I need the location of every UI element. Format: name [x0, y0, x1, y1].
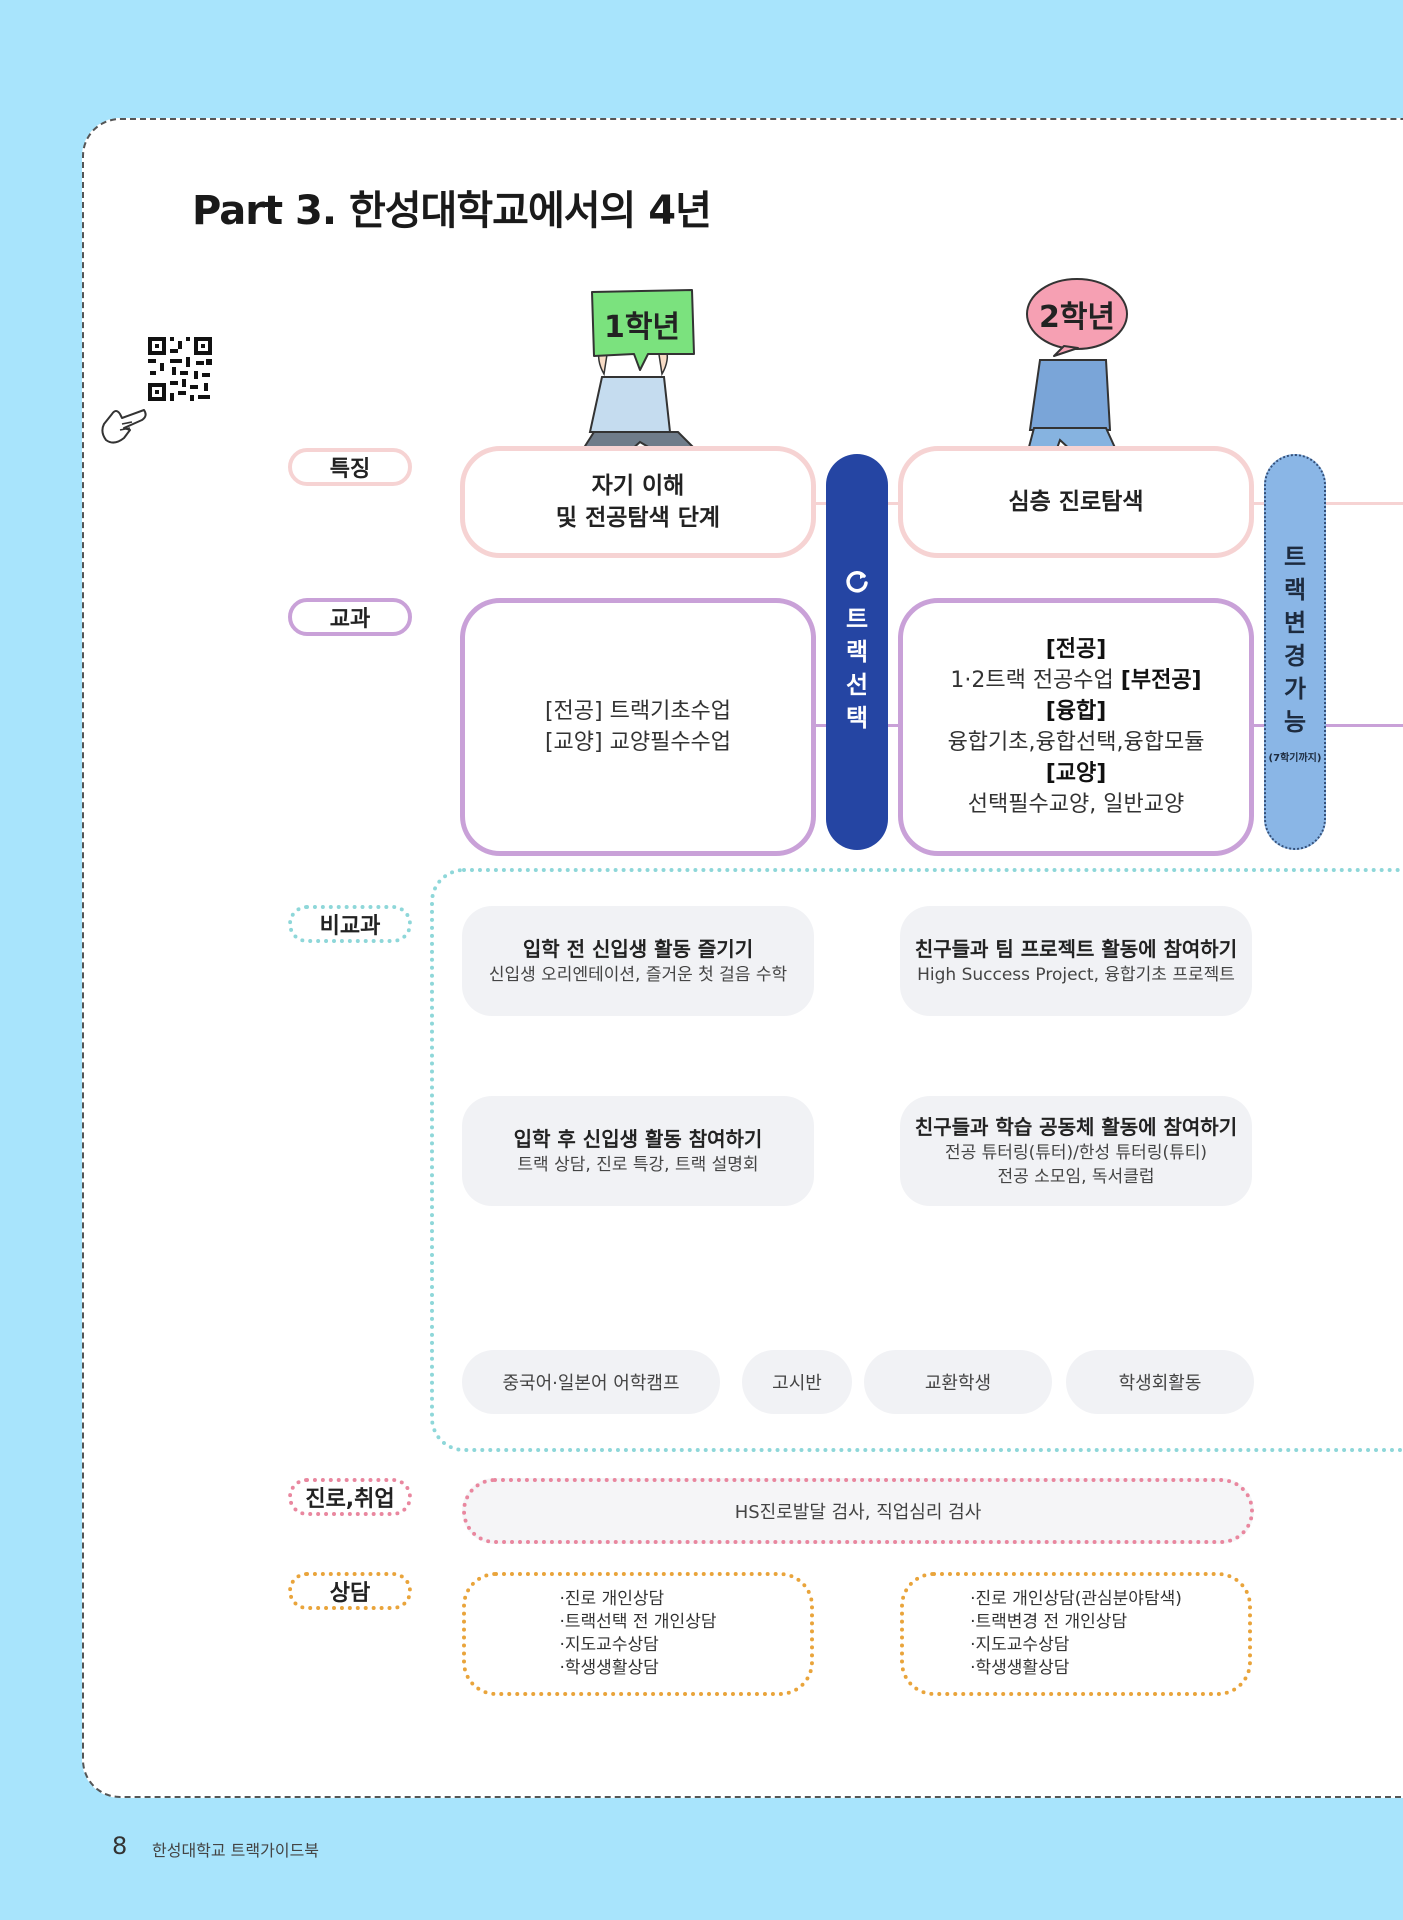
counsel-item: ·학생생활상담 [559, 1658, 659, 1678]
course-year1-liberal: [교양] 교양필수수업 [544, 730, 732, 755]
activity-card: 친구들과 학습 공동체 활동에 참여하기 전공 튜터링(튜터)/한성 튜터링(튜… [900, 1096, 1252, 1206]
grade2-label: 2학년 [1038, 300, 1116, 335]
career-text: HS진로발달 검사, 직업심리 검사 [734, 1502, 982, 1523]
track-change-char: 트 [1283, 542, 1307, 571]
course-year2-major-text: 1·2트랙 전공수업 [950, 668, 1114, 693]
pointing-hand-icon [101, 409, 147, 444]
course-year1-major: [전공] 트랙기초수업 [544, 699, 732, 724]
book-title: 한성대학교 트랙가이드북 [152, 1841, 320, 1860]
course-year2-conv-text: 융합기초,융합선택,융합모듈 [947, 730, 1205, 755]
activity-card: 입학 전 신입생 활동 즐기기 신입생 오리엔테이션, 즐거운 첫 걸음 수학 [462, 906, 814, 1016]
course-year2-minor-head: [부전공] [1120, 668, 1202, 693]
row-label-feature: 특징 [288, 448, 412, 486]
activity-sub: 전공 튜터링(튜터)/한성 튜터링(튜티) [944, 1143, 1208, 1163]
track-select-char: 택 [845, 704, 869, 732]
activity-pill: 교환학생 [864, 1350, 1052, 1414]
track-change-char: 랙 [1283, 575, 1307, 604]
extra-container [430, 868, 1403, 1452]
track-select-bar: 트 랙 선 택 [826, 454, 888, 850]
row-label-counsel: 상담 [288, 1572, 412, 1610]
activity-pill: 학생회활동 [1066, 1350, 1254, 1414]
activity-pill: 고시반 [742, 1350, 852, 1414]
activity-pill: 중국어·일본어 어학캠프 [462, 1350, 720, 1414]
refresh-icon [846, 571, 868, 593]
activity-sub: High Success Project, 융합기초 프로젝트 [917, 965, 1235, 985]
course-year2-lib-text: 선택필수교양, 일반교양 [967, 792, 1185, 817]
row-label-extra: 비교과 [288, 905, 412, 943]
track-change-char: 경 [1283, 641, 1307, 670]
course-box-year2: [전공] 1·2트랙 전공수업 [부전공] [융합] 융합기초,융합선택,융합모… [898, 598, 1254, 856]
row-label-courses: 교과 [288, 598, 412, 636]
feature-year1-line2: 및 전공탐색 단계 [555, 505, 721, 531]
course-year2-lib-head: [교양] [1045, 761, 1107, 786]
counsel-item: ·트랙선택 전 개인상담 [559, 1612, 717, 1632]
activity-title: 친구들과 학습 공동체 활동에 참여하기 [914, 1115, 1238, 1139]
activity-title: 입학 후 신입생 활동 참여하기 [513, 1127, 763, 1151]
track-change-char: 능 [1283, 707, 1307, 736]
counsel-item: ·지도교수상담 [970, 1635, 1070, 1655]
feature-year1-line1: 자기 이해 [591, 473, 685, 499]
track-change-bar: 트 랙 변 경 가 능 (7학기까지) [1264, 454, 1326, 850]
track-select-char: 선 [845, 671, 869, 699]
counsel-item: ·진로 개인상담 [559, 1589, 665, 1609]
qr-code-icon[interactable] [146, 335, 214, 403]
course-box-year1: [전공] 트랙기초수업 [교양] 교양필수수업 [460, 598, 816, 856]
track-change-note: (7학기까지) [1268, 752, 1322, 764]
grade1-label: 1학년 [603, 310, 681, 345]
feature-year2-text: 심층 진로탐색 [1008, 489, 1144, 515]
activity-title: 입학 전 신입생 활동 즐기기 [522, 937, 754, 961]
counsel-box-year2: ·진로 개인상담(관심분야탐색) ·트랙변경 전 개인상담 ·지도교수상담 ·학… [900, 1572, 1252, 1696]
track-change-char: 가 [1283, 674, 1307, 703]
course-year2-major-head: [전공] [1045, 637, 1107, 662]
page-number: 8 [112, 1832, 128, 1860]
feature-box-year1: 자기 이해 및 전공탐색 단계 [460, 446, 816, 558]
counsel-item: ·지도교수상담 [559, 1635, 659, 1655]
counsel-item: ·진로 개인상담(관심분야탐색) [970, 1589, 1182, 1609]
row-label-career: 진로,취업 [288, 1478, 412, 1516]
activity-card: 입학 후 신입생 활동 참여하기 트랙 상담, 진로 특강, 트랙 설명회 [462, 1096, 814, 1206]
page-title: Part 3. 한성대학교에서의 4년 [192, 188, 712, 234]
track-select-char: 랙 [845, 638, 869, 666]
course-year2-conv-head: [융합] [1045, 699, 1107, 724]
grade2-sign [1026, 278, 1128, 357]
track-select-char: 트 [845, 605, 869, 633]
counsel-item: ·트랙변경 전 개인상담 [970, 1612, 1128, 1632]
activity-card: 친구들과 팀 프로젝트 활동에 참여하기 High Success Projec… [900, 906, 1252, 1016]
activity-sub: 전공 소모임, 독서클럽 [997, 1167, 1155, 1187]
counsel-item: ·학생생활상담 [970, 1658, 1070, 1678]
counsel-box-year1: ·진로 개인상담 ·트랙선택 전 개인상담 ·지도교수상담 ·학생생활상담 [462, 1572, 814, 1696]
grade1-sign [591, 289, 695, 371]
activity-sub: 신입생 오리엔테이션, 즐거운 첫 걸음 수학 [488, 965, 788, 985]
career-box: HS진로발달 검사, 직업심리 검사 [462, 1478, 1254, 1544]
activity-title: 친구들과 팀 프로젝트 활동에 참여하기 [914, 937, 1238, 961]
feature-box-year2: 심층 진로탐색 [898, 446, 1254, 558]
track-change-char: 변 [1283, 608, 1307, 637]
activity-sub: 트랙 상담, 진로 특강, 트랙 설명회 [517, 1155, 759, 1175]
